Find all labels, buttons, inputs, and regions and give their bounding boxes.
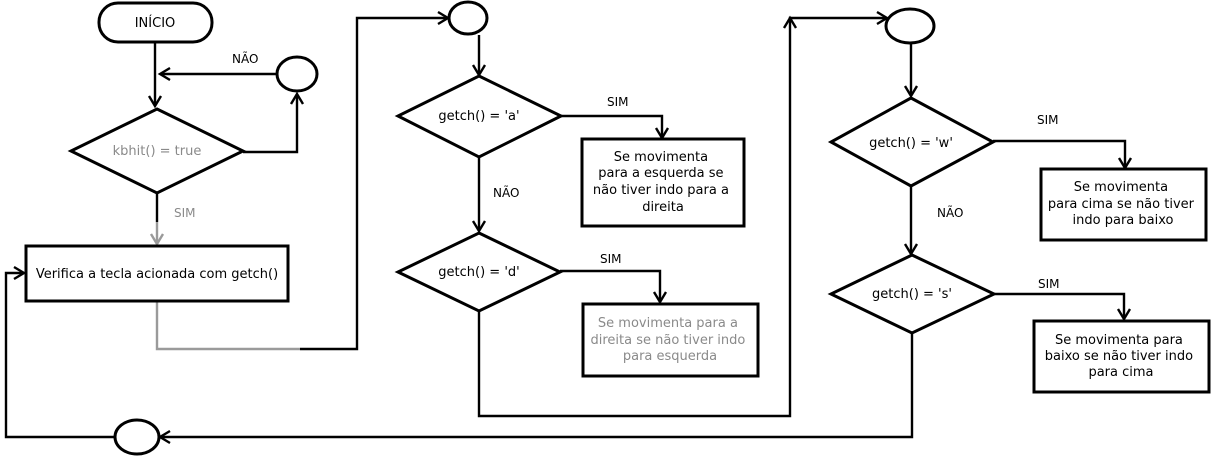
move-up-process xyxy=(1039,167,1208,242)
move-right-process xyxy=(581,302,760,378)
move-down-label: Se movimenta para baixo se não tiver ind… xyxy=(1045,333,1197,380)
arrowhead xyxy=(13,265,27,281)
verify-label: Verifica a tecla acionada com getch() xyxy=(36,267,278,282)
connector-w xyxy=(884,7,936,45)
kbhit-decision xyxy=(67,107,247,195)
move-left-line: Se movimenta xyxy=(614,150,708,165)
edge-labels: NÃO SIM SIM NÃO SIM SIM NÃO SIM xyxy=(174,51,1060,291)
d-yes-label: SIM xyxy=(600,252,622,266)
arrowhead xyxy=(147,95,163,109)
edge-bottom-connector-to-verify xyxy=(4,271,115,439)
bottom-connector xyxy=(113,418,161,456)
decision-s-label: getch() = 's' xyxy=(872,287,952,302)
move-up-line: para cima se não tiver xyxy=(1048,197,1195,212)
w-yes-label: SIM xyxy=(1037,113,1059,127)
edge-decision-a-to-move-left xyxy=(561,114,664,138)
arrowhead xyxy=(782,15,798,29)
s-yes-label: SIM xyxy=(1038,277,1060,291)
arrowhead xyxy=(289,91,305,105)
move-down-line: baixo se não tiver indo xyxy=(1045,349,1193,364)
move-left-line: não tiver indo para a xyxy=(593,183,729,198)
edge-decision-s-to-move-down xyxy=(994,292,1126,319)
move-right-label: Se movimenta para a direita se não tiver… xyxy=(591,316,750,364)
move-left-line: para a esquerda se xyxy=(598,166,723,181)
decision-a xyxy=(394,74,565,159)
move-down-line: Se movimenta para xyxy=(1055,333,1183,348)
a-yes-label: SIM xyxy=(607,95,629,109)
loop-connector xyxy=(275,55,319,93)
edge-decision-d-to-connector-w xyxy=(477,16,887,418)
move-right-line: para esquerda xyxy=(623,349,717,364)
edge-verify-to-connector-a xyxy=(300,16,448,351)
decision-w xyxy=(827,96,997,188)
arrowhead xyxy=(157,66,171,82)
move-down-process xyxy=(1032,319,1211,394)
edge-decision-s-to-bottom-connector xyxy=(160,334,914,439)
move-up-label: Se movimenta para cima se não tiver indo… xyxy=(1048,180,1198,228)
arrowhead xyxy=(1116,308,1132,322)
arrowhead xyxy=(471,220,487,234)
connector-a xyxy=(447,0,489,36)
arrowhead xyxy=(149,233,165,247)
move-left-label: Se movimenta para a esquerda se não tive… xyxy=(593,150,733,215)
verify-process xyxy=(24,244,290,303)
w-no-label: NÃO xyxy=(937,205,963,220)
start-terminal xyxy=(97,1,214,44)
arrowhead xyxy=(652,291,668,305)
nodes xyxy=(24,0,1211,456)
decision-d-label: getch() = 'd' xyxy=(438,265,519,280)
node-labels: INÍCIO kbhit() = true Verifica a tecla a… xyxy=(36,15,1198,380)
move-right-line: direita se não tiver indo xyxy=(591,333,746,348)
edge-decision-w-to-move-up xyxy=(993,139,1127,168)
decision-a-label: getch() = 'a' xyxy=(438,109,519,124)
move-up-line: Se movimenta xyxy=(1074,180,1168,195)
edge-verify-down-faded xyxy=(155,302,300,351)
move-left-line: direita xyxy=(642,200,684,215)
move-up-line: indo para baixo xyxy=(1073,213,1174,228)
move-left-process xyxy=(580,137,746,228)
edges xyxy=(4,10,1133,445)
start-label: INÍCIO xyxy=(135,15,176,31)
kbhit-no-label: NÃO xyxy=(232,51,258,66)
move-right-line: Se movimenta para a xyxy=(598,316,738,331)
move-down-line: para cima xyxy=(1088,365,1153,380)
a-no-label: NÃO xyxy=(493,185,519,200)
decision-d xyxy=(394,231,564,313)
decision-w-label: getch() = 'w' xyxy=(869,136,953,151)
edge-kbhit-to-connector xyxy=(243,94,299,154)
arrowhead xyxy=(903,85,919,99)
edge-decision-d-to-move-right xyxy=(560,269,662,302)
kbhit-yes-label: SIM xyxy=(174,206,196,220)
decision-s xyxy=(827,253,998,335)
kbhit-label: kbhit() = true xyxy=(113,144,202,159)
